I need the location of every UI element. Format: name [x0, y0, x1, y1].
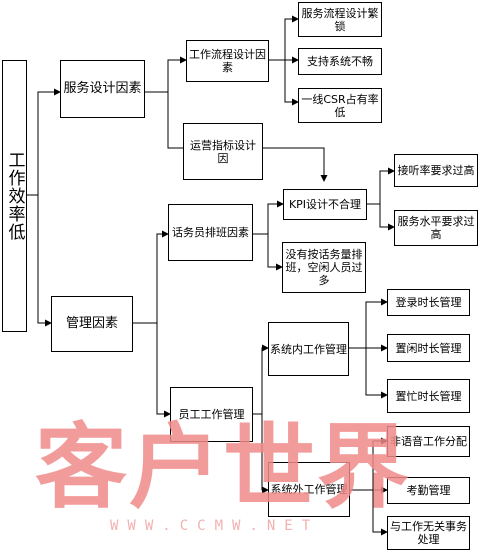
node-pickup-rate: 接听率要求过高 [394, 154, 478, 187]
node-system-internal: 系统内工作管理 [268, 322, 349, 376]
attendance-label: 考勤管理 [406, 484, 451, 497]
no-schedule-label: 没有按话务量排班，空闲人员过多 [285, 248, 363, 287]
root-label: 工作效率低 [4, 151, 25, 241]
node-system-external: 系统外工作管理 [268, 462, 350, 517]
staff-management-label: 员工工作管理 [178, 408, 245, 421]
flow-design-label: 工作流程设计因素 [189, 48, 266, 74]
agent-schedule-label: 话务员排班因素 [172, 226, 249, 239]
system-external-label: 系统外工作管理 [270, 483, 348, 496]
login-time-label: 登录时长管理 [395, 296, 462, 309]
service-level-label: 服务水平要求过高 [397, 215, 475, 241]
service-design-label: 服务设计因素 [63, 81, 142, 96]
node-attendance: 考勤管理 [387, 477, 470, 504]
node-kpi-unreasonable: KPI设计不合理 [283, 189, 367, 220]
node-no-schedule: 没有按话务量排班，空闲人员过多 [282, 242, 366, 293]
system-slow-label: 支持系统不畅 [307, 55, 373, 68]
pickup-rate-label: 接听率要求过高 [397, 164, 475, 177]
busy-time-label: 置忙时长管理 [395, 389, 462, 403]
node-service-level: 服务水平要求过高 [394, 210, 478, 246]
kpi-design-factor-label: 运营指标设计因 [190, 138, 256, 165]
node-system-slow: 支持系统不畅 [298, 48, 382, 75]
flow-complex-label: 服务流程设计繁锁 [301, 6, 379, 33]
node-unrelated: 与工作无关事务处理 [387, 516, 470, 550]
node-agent-schedule: 话务员排班因素 [168, 204, 253, 261]
node-management: 管理因素 [51, 296, 133, 352]
root-node: 工作效率低 [2, 60, 27, 332]
system-internal-label: 系统内工作管理 [270, 342, 347, 356]
node-busy-time: 置忙时长管理 [387, 379, 470, 413]
unrelated-label: 与工作无关事务处理 [390, 520, 467, 546]
node-flow-complex: 服务流程设计繁锁 [298, 2, 382, 37]
node-non-voice: 非语音工作分配 [387, 426, 470, 457]
management-label: 管理因素 [65, 316, 118, 331]
node-flow-design: 工作流程设计因素 [186, 40, 269, 82]
node-cs-rate: 一线CSR占有率低 [298, 88, 382, 123]
non-voice-label: 非语音工作分配 [390, 435, 467, 448]
kpi-unreasonable-label: KPI设计不合理 [288, 198, 362, 211]
node-staff-management: 员工工作管理 [170, 387, 253, 442]
node-kpi-design-factor: 运营指标设计因 [183, 123, 263, 180]
node-service-design: 服务设计因素 [60, 60, 145, 118]
node-login-time: 登录时长管理 [387, 289, 470, 316]
cs-rate-label: 一线CSR占有率低 [301, 92, 379, 119]
idle-time-label: 置闲时长管理 [395, 341, 462, 355]
node-idle-time: 置闲时长管理 [387, 334, 470, 362]
